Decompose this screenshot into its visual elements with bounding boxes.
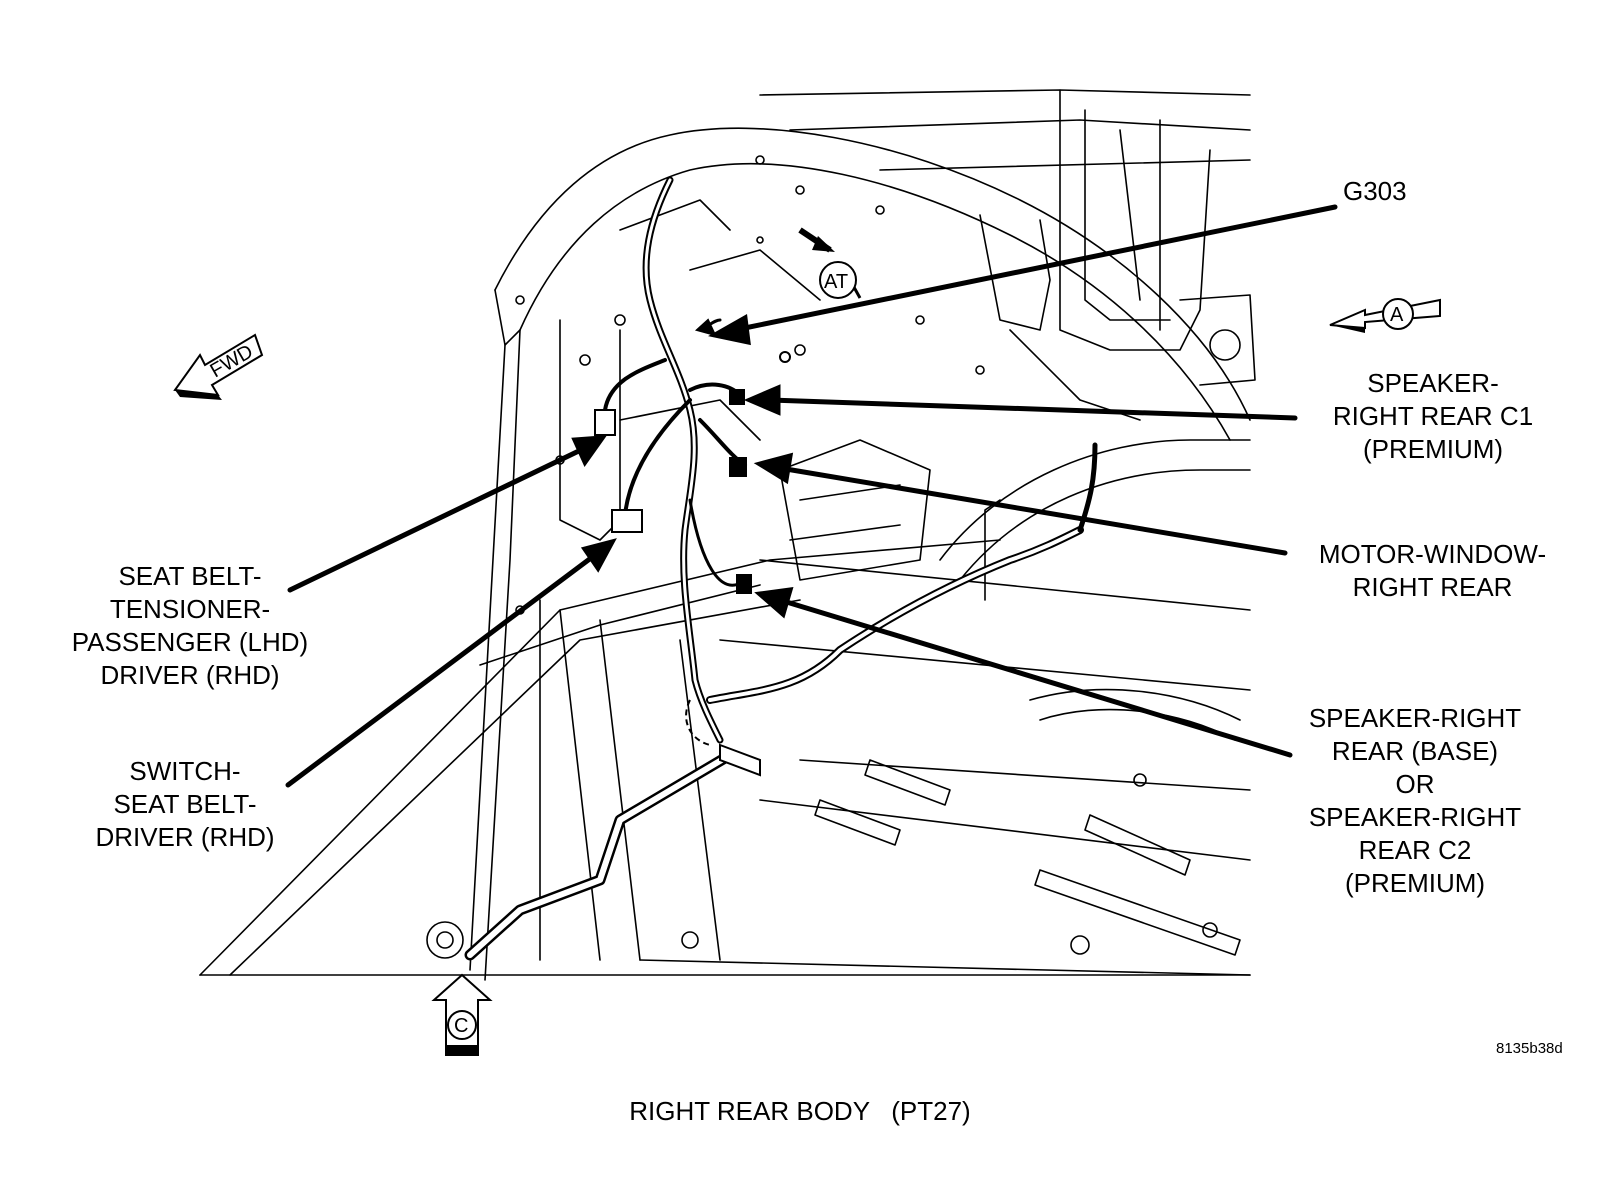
leader-speaker-c1 [767,397,1298,421]
leader-tensioner [287,445,588,593]
leader-arrows [285,204,1338,788]
leader-motor-window [777,465,1288,556]
leader-speaker-base [777,597,1293,758]
label-speaker-right-rear-base: SPEAKER-RIGHT REAR (BASE) OR SPEAKER-RIG… [1308,703,1522,898]
wire-harness [464,176,1098,961]
leader-switch [285,552,598,788]
at-label: AT [824,271,848,293]
fwd-label: FWD [207,341,257,383]
view-c-label: C [454,1015,468,1037]
label-seat-belt-tensioner: SEAT BELT- TENSIONER- PASSENGER (LHD) DR… [71,561,309,690]
fwd-arrow-icon: FWD [173,333,264,400]
at-marker-icon: AT [798,227,862,299]
label-switch-seat-belt: SWITCH- SEAT BELT- DRIVER (RHD) [95,756,275,852]
view-a-marker-icon: A [1329,298,1441,333]
connectors [594,318,791,777]
label-motor-window-right-rear: MOTOR-WINDOW- RIGHT REAR [1318,539,1547,602]
figure-id: 8135b38d [1496,1040,1563,1057]
label-speaker-right-rear-c1: SPEAKER- RIGHT REAR C1 (PREMIUM) [1332,368,1534,464]
view-c-marker-icon: C [431,973,493,1056]
figure-caption: RIGHT REAR BODY (PT27) [629,1096,971,1126]
label-g303: G303 [1343,176,1407,206]
view-a-label: A [1390,304,1404,326]
vehicle-body-outline [199,89,1256,981]
leader-g303 [732,204,1338,333]
